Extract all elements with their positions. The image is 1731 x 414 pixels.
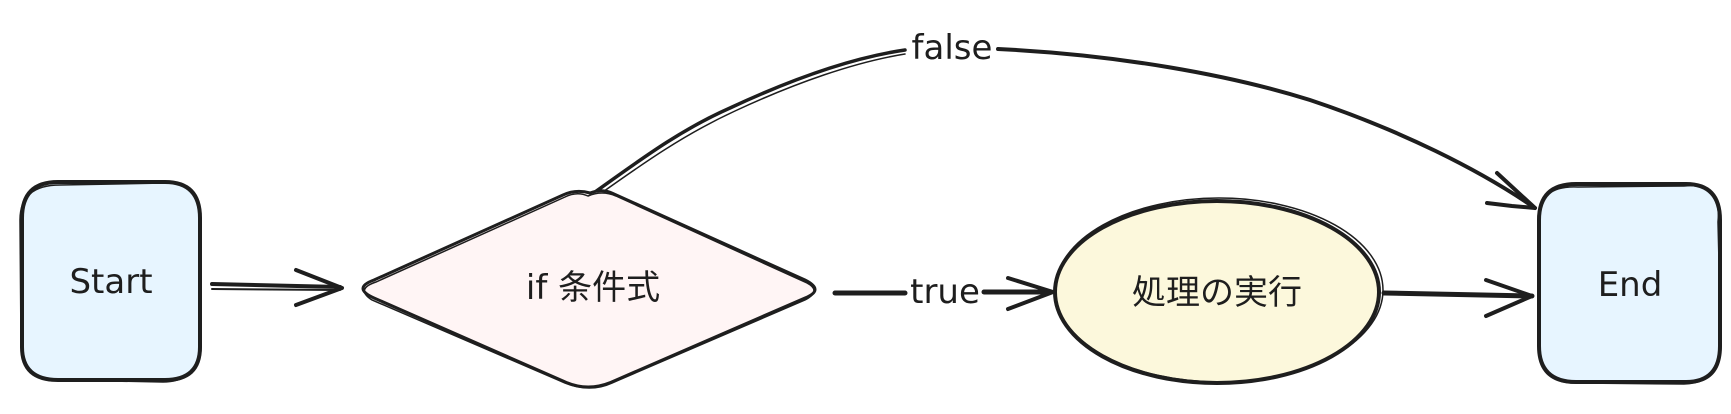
edge-start-to-condition — [210, 268, 344, 307]
node-end[interactable]: End — [1537, 182, 1722, 385]
edge-label-false: false — [912, 28, 993, 68]
node-end-label: End — [1598, 265, 1663, 305]
arrowhead-icon — [1484, 278, 1534, 318]
node-process[interactable]: 処理の実行 — [1053, 197, 1384, 385]
node-process-label: 処理の実行 — [1132, 273, 1302, 313]
edge-condition-to-process: true — [832, 272, 1055, 312]
node-condition[interactable]: if 条件式 — [361, 189, 817, 389]
arrowhead-icon — [294, 268, 344, 307]
arrowhead-icon — [1485, 171, 1537, 210]
node-start[interactable]: Start — [19, 180, 202, 383]
edge-label-true: true — [910, 272, 980, 312]
node-condition-label: if 条件式 — [526, 268, 660, 308]
edge-process-to-end — [1381, 278, 1535, 318]
edge-condition-to-end: false — [593, 28, 1537, 210]
node-start-label: Start — [69, 262, 152, 302]
